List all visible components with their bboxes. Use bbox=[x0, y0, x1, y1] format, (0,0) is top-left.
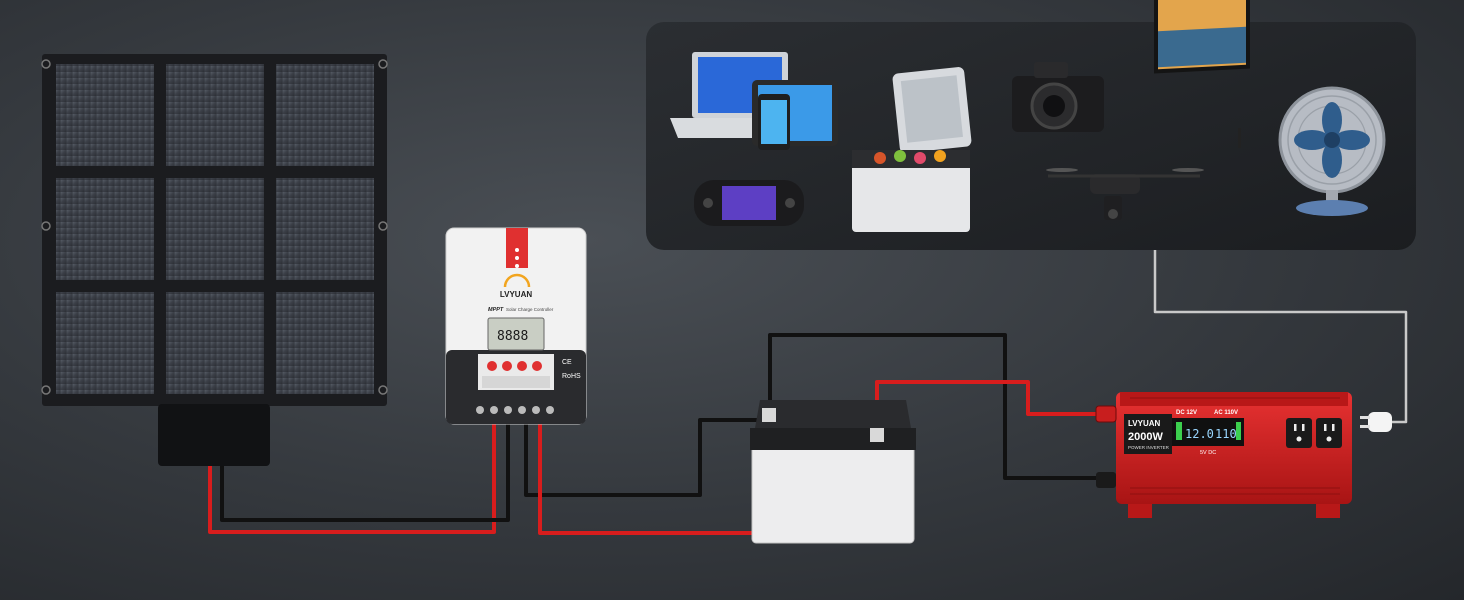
controller-brand: LVYUAN bbox=[500, 290, 533, 299]
controller-battery-negative-wire bbox=[524, 418, 766, 497]
controller-terminals bbox=[476, 406, 554, 414]
panel-positive-wire bbox=[208, 422, 496, 534]
cert-rohs: RoHS bbox=[562, 373, 581, 380]
controller-button[interactable] bbox=[517, 361, 527, 371]
controller-button[interactable] bbox=[502, 361, 512, 371]
ac-outlet bbox=[1286, 418, 1312, 448]
controller-button[interactable] bbox=[487, 361, 497, 371]
controller-subtitle: Solar Charge Controller bbox=[506, 307, 554, 312]
inverter-dc-reading: 12.0 bbox=[1185, 427, 1214, 441]
ac-outlet bbox=[1316, 418, 1342, 448]
inverter-power: 2000W bbox=[1128, 431, 1163, 443]
controller-button[interactable] bbox=[532, 361, 542, 371]
inverter-negative-lug bbox=[1096, 472, 1116, 488]
controller-lcd bbox=[487, 317, 545, 351]
junction-box bbox=[158, 404, 270, 466]
tv-icon bbox=[1154, 0, 1250, 148]
inverter-brand: LVYUAN bbox=[1128, 419, 1161, 428]
fan-icon bbox=[1278, 86, 1386, 216]
battery-icon bbox=[750, 400, 916, 544]
car-fridge-icon bbox=[852, 67, 972, 232]
inverter-icon: LVYUAN 2000W POWER INVERTER DC 12V AC 11… bbox=[1095, 392, 1392, 518]
devices-panel bbox=[646, 0, 1416, 250]
smartphone-icon bbox=[758, 94, 790, 150]
solar-panel-icon bbox=[41, 54, 388, 466]
game-console-icon bbox=[694, 180, 804, 226]
cert-ce: CE bbox=[562, 359, 572, 366]
inverter-ac-reading: 110 bbox=[1215, 427, 1237, 441]
camera-icon bbox=[1012, 62, 1104, 132]
solar-cells bbox=[56, 64, 374, 394]
charge-controller-icon: LVYUAN MPPT Solar Charge Controller 8888… bbox=[445, 227, 587, 425]
inverter-positive-lug bbox=[1095, 405, 1117, 423]
battery-negative-terminal bbox=[762, 408, 776, 422]
inverter-usb-label: 5V DC bbox=[1200, 450, 1216, 456]
controller-lcd-reading: 8888 bbox=[497, 329, 528, 344]
drone-icon bbox=[1046, 168, 1204, 220]
sun-logo-icon bbox=[503, 273, 531, 288]
battery-positive-terminal bbox=[870, 428, 884, 442]
inverter-dc-label: DC 12V bbox=[1176, 410, 1197, 416]
ac-output-wire bbox=[1153, 250, 1408, 424]
battery-inverter-negative-wire bbox=[768, 333, 1100, 480]
controller-model: MPPT bbox=[488, 307, 504, 313]
inverter-lcd bbox=[1172, 418, 1244, 446]
inverter-ac-label: AC 110V bbox=[1214, 410, 1238, 416]
panel-negative-wire bbox=[220, 422, 510, 522]
inverter-caption: POWER INVERTER bbox=[1128, 445, 1170, 450]
plug-icon bbox=[1360, 412, 1392, 432]
